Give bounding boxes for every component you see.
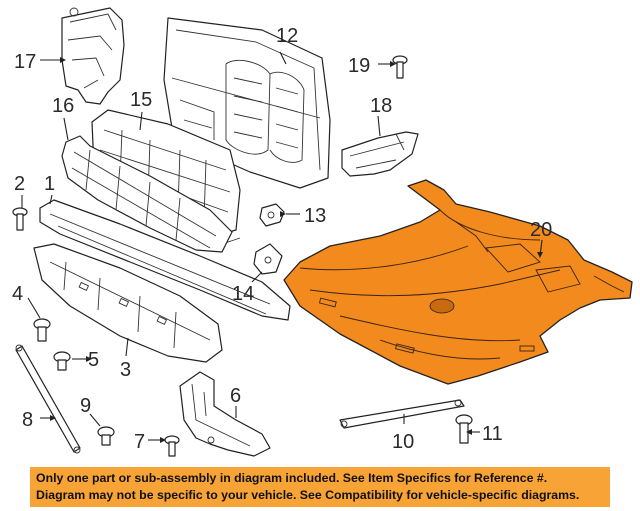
part-17-air-duct — [61, 7, 125, 105]
callout-4: 4 — [12, 283, 23, 305]
part-19-bolt — [392, 55, 408, 79]
callout-6: 6 — [230, 385, 241, 407]
part-3-lower-deflector — [33, 243, 223, 363]
callout-8: 8 — [22, 409, 33, 431]
callout-20: 20 — [530, 219, 552, 241]
notice-banner: Only one part or sub-assembly in diagram… — [30, 467, 610, 507]
callout-2: 2 — [14, 173, 25, 195]
callout-9: 9 — [80, 395, 91, 417]
callout-16: 16 — [52, 95, 74, 117]
callout-17: 17 — [14, 51, 36, 73]
callout-19: 19 — [348, 55, 370, 77]
part-6-bracket — [179, 371, 271, 457]
part-11-bolt — [455, 414, 473, 444]
part-18-duct-bracket — [341, 131, 419, 177]
part-7-bolt — [164, 435, 180, 457]
part-13-nut — [259, 203, 285, 227]
part-2-screw — [12, 207, 28, 231]
notice-line-1: Only one part or sub-assembly in diagram… — [36, 471, 548, 485]
callout-12: 12 — [276, 25, 298, 47]
callout-10: 10 — [392, 431, 414, 453]
callout-numbers: 1 2 3 4 5 6 7 8 9 10 11 12 13 14 15 16 1… — [12, 25, 552, 453]
part-20-underbody-shield — [283, 179, 633, 385]
callout-1: 1 — [44, 173, 55, 195]
callout-15: 15 — [130, 89, 152, 111]
part-4-screw — [33, 318, 51, 342]
leader-arrowheads — [50, 57, 543, 443]
part-5-screw — [53, 351, 71, 371]
leader-lines — [21, 51, 543, 441]
notice-line-2: Diagram may not be specific to your vehi… — [36, 488, 580, 502]
callout-18: 18 — [370, 95, 392, 117]
callout-5: 5 — [88, 349, 99, 371]
callout-13: 13 — [304, 205, 326, 227]
part-1-reinforcement-strip — [39, 199, 291, 321]
part-9-screw — [97, 426, 115, 446]
callout-3: 3 — [120, 359, 131, 381]
part-16-lower-grille — [61, 135, 233, 253]
callout-11: 11 — [482, 423, 503, 445]
part-14-clip-nut — [253, 243, 283, 275]
part-10-strut-rod — [339, 399, 465, 429]
part-8-strut-rod — [15, 344, 81, 454]
callout-14: 14 — [232, 283, 254, 305]
callout-7: 7 — [134, 431, 145, 453]
